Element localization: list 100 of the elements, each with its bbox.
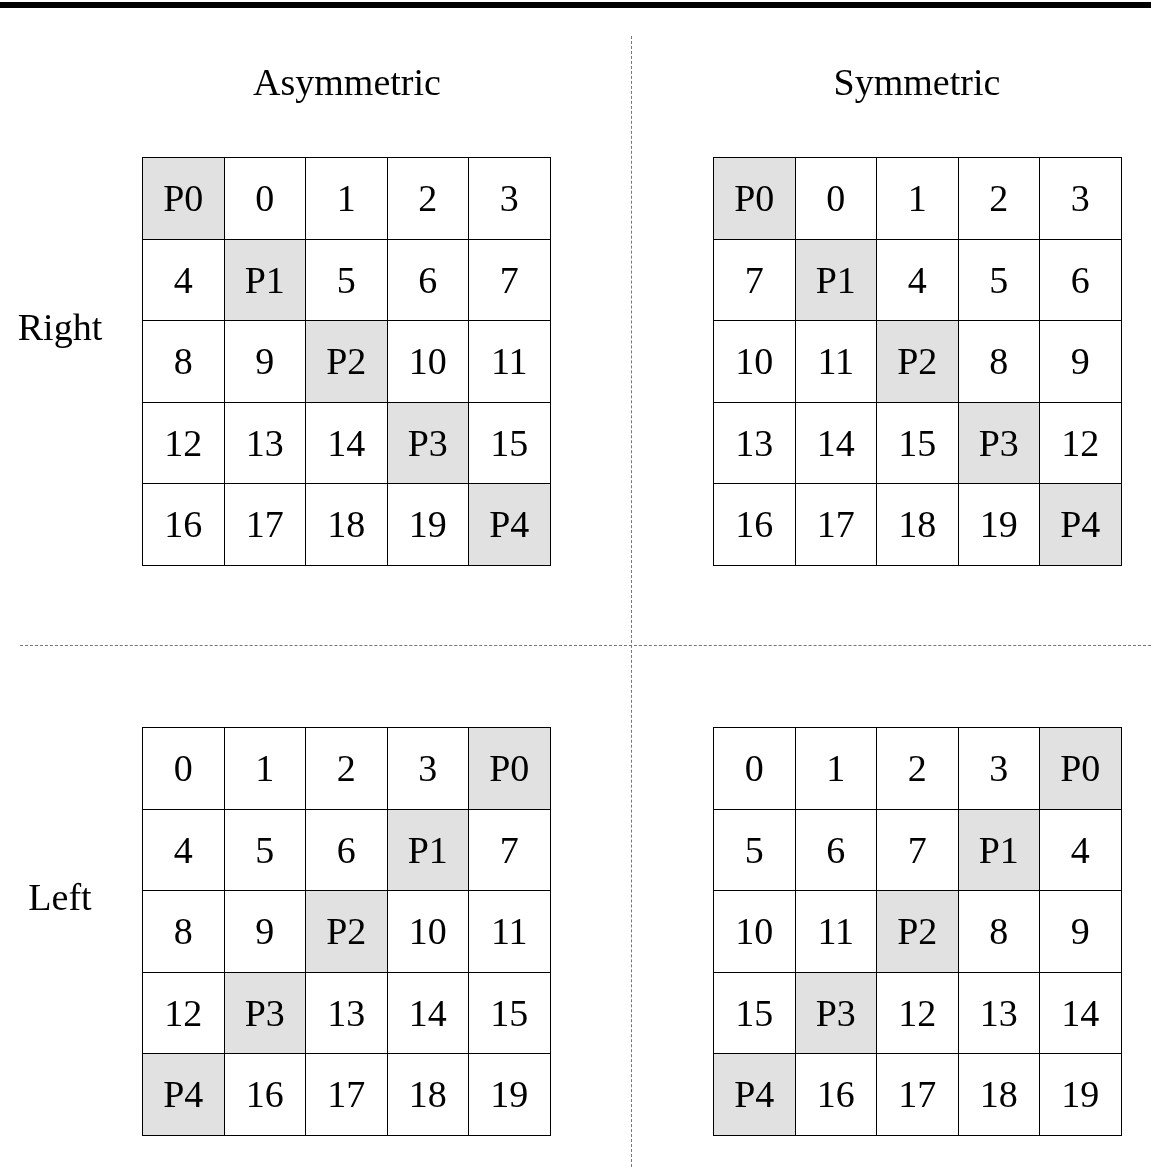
grid-cell: 6	[795, 809, 876, 890]
grid-cell: 10	[714, 891, 795, 972]
grid-cell: 18	[387, 1054, 468, 1135]
grid-cell: 13	[224, 402, 305, 483]
grid-cell: P0	[1040, 728, 1121, 809]
grid-cell: 14	[1040, 972, 1121, 1053]
grid-cell: 11	[795, 321, 876, 402]
grid-cell: 4	[1040, 809, 1121, 890]
grid-cell: 12	[1040, 402, 1121, 483]
grid-cell: 1	[224, 728, 305, 809]
grid-cell: 2	[958, 158, 1039, 239]
grid-cell: 10	[387, 891, 468, 972]
grid-cell: P0	[714, 158, 795, 239]
grid-cell: 16	[714, 484, 795, 565]
grid-cell: 2	[387, 158, 468, 239]
grid-cell: 3	[958, 728, 1039, 809]
grid-cell: 6	[306, 809, 387, 890]
grid-cell: 11	[469, 321, 550, 402]
grid-cell: 18	[958, 1054, 1039, 1135]
grid-cell: P0	[143, 158, 224, 239]
grid-cell: 10	[387, 321, 468, 402]
grid-cell: 12	[877, 972, 958, 1053]
grid-cell: 13	[714, 402, 795, 483]
grid-cell: 8	[958, 321, 1039, 402]
grid-cell: 17	[306, 1054, 387, 1135]
grid-cell: 18	[306, 484, 387, 565]
grid-cell: 19	[1040, 1054, 1121, 1135]
grid-cell: 14	[795, 402, 876, 483]
grid-cell: 14	[387, 972, 468, 1053]
row-heading: Right	[17, 305, 103, 349]
grid-cell: P0	[469, 728, 550, 809]
grid-cell: 9	[1040, 321, 1121, 402]
grid-cell: 8	[958, 891, 1039, 972]
grid-cell: 16	[224, 1054, 305, 1135]
grid-cell: 1	[795, 728, 876, 809]
grid-cell: P1	[224, 239, 305, 320]
grid-cell: 3	[1040, 158, 1121, 239]
grid-cell: 17	[795, 484, 876, 565]
grid-cell: P4	[143, 1054, 224, 1135]
grid-cell: P3	[387, 402, 468, 483]
grid-cell: 10	[714, 321, 795, 402]
grid-cell: 9	[1040, 891, 1121, 972]
grid-cell: 17	[877, 1054, 958, 1135]
grid-cell: 3	[387, 728, 468, 809]
grid-cell: 5	[224, 809, 305, 890]
grid-cell: 16	[795, 1054, 876, 1135]
grid-cell: P4	[469, 484, 550, 565]
grid-cell: 5	[714, 809, 795, 890]
grid-cell: 5	[306, 239, 387, 320]
grid-cell: P3	[795, 972, 876, 1053]
grid-cell: P4	[1040, 484, 1121, 565]
grid-cell: 7	[714, 239, 795, 320]
grid-cell: 9	[224, 891, 305, 972]
grid-cell: 2	[306, 728, 387, 809]
grid-cell: 15	[714, 972, 795, 1053]
column-heading: Asymmetric	[253, 60, 441, 104]
grid-cell: 4	[877, 239, 958, 320]
grid-cell: 7	[469, 239, 550, 320]
grid-cell: 12	[143, 402, 224, 483]
grid-cell: 9	[224, 321, 305, 402]
grid-cell: 1	[306, 158, 387, 239]
grid-cell: 0	[143, 728, 224, 809]
grid-cell: 12	[143, 972, 224, 1053]
grid-cell: P2	[877, 321, 958, 402]
grid-cell: 0	[714, 728, 795, 809]
grid-cell: 0	[224, 158, 305, 239]
grid-cell: P2	[306, 891, 387, 972]
grid-cell: P1	[958, 809, 1039, 890]
grid-cell: 17	[224, 484, 305, 565]
row-heading: Left	[28, 875, 92, 919]
grid-cell: 18	[877, 484, 958, 565]
grid-cell: 15	[469, 972, 550, 1053]
grid-cell: 0	[795, 158, 876, 239]
grid-cell: 8	[143, 321, 224, 402]
grid-cell: 13	[958, 972, 1039, 1053]
grid-cell: 6	[387, 239, 468, 320]
grid-cell: 15	[877, 402, 958, 483]
grid-cell: P1	[795, 239, 876, 320]
grid-cell: 7	[469, 809, 550, 890]
grid-cell: P4	[714, 1054, 795, 1135]
grid-cell: 2	[877, 728, 958, 809]
grid-cell: P2	[306, 321, 387, 402]
grid-cell: 11	[469, 891, 550, 972]
grid-cell: P1	[387, 809, 468, 890]
column-heading: Symmetric	[833, 60, 1001, 104]
grid-cell: 11	[795, 891, 876, 972]
grid-cell: 19	[387, 484, 468, 565]
grid-cell: 6	[1040, 239, 1121, 320]
grid-cell: 4	[143, 239, 224, 320]
grid-cell: P2	[877, 891, 958, 972]
grid-cell: 14	[306, 402, 387, 483]
grid-cell: P3	[958, 402, 1039, 483]
grid-cell: 15	[469, 402, 550, 483]
grid-cell: 5	[958, 239, 1039, 320]
grid-cell: 8	[143, 891, 224, 972]
grid-cell: 16	[143, 484, 224, 565]
grid-cell: 1	[877, 158, 958, 239]
grid-cell: P3	[224, 972, 305, 1053]
grid-cell: 3	[469, 158, 550, 239]
grid-cell: 19	[958, 484, 1039, 565]
